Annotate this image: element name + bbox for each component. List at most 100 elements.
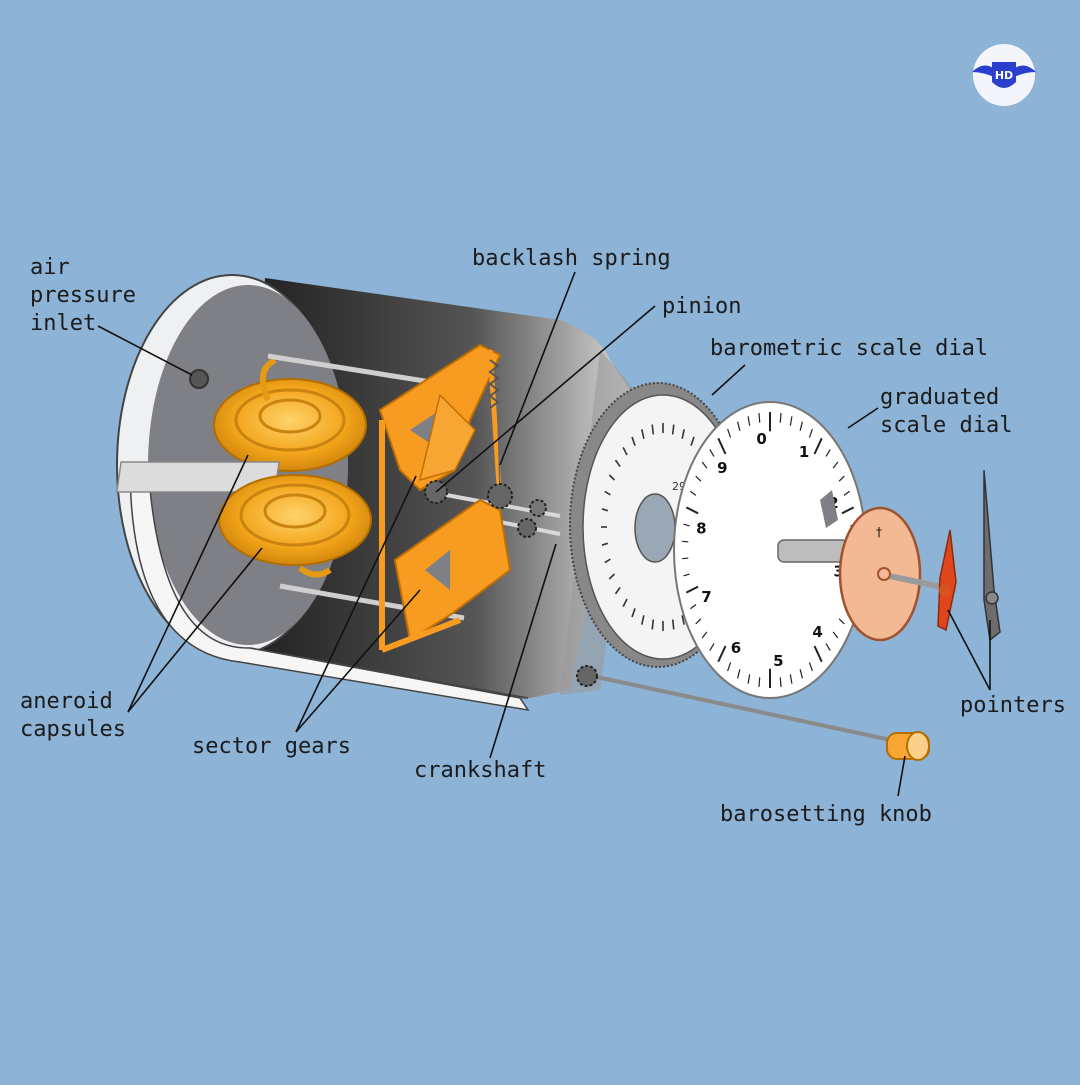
grad-tick: [789, 674, 793, 684]
pointers: [937, 469, 1001, 642]
baro-tick: [604, 490, 611, 496]
label-graduated-scale-dial-2: scale dial: [880, 413, 1012, 438]
backlash-spring: [488, 359, 501, 491]
grad-tick: [813, 437, 823, 455]
baro-tick: [601, 542, 609, 546]
grad-tick: [747, 674, 751, 684]
sector-gears: [378, 343, 512, 653]
barosetting-knob: [886, 731, 930, 761]
grad-tick: [737, 421, 741, 431]
grad-tick: [799, 669, 803, 679]
label-aneroid-capsules-2: capsules: [20, 717, 126, 742]
label-graduated-scale-dial-1: graduated: [880, 385, 999, 410]
grad-tick: [727, 428, 732, 438]
grad-tick: [808, 662, 813, 672]
grad-tick: [779, 677, 782, 687]
grad-tick: [758, 677, 761, 687]
label-air-pressure-inlet-2: pressure: [30, 283, 136, 308]
grad-tick: [683, 573, 690, 577]
baro-tick: [622, 598, 628, 608]
brand-logo: HD: [972, 44, 1036, 106]
labels: air pressure inlet backlash spring pinio…: [20, 246, 1066, 827]
grad-tick: [808, 428, 813, 438]
grad-tick: [682, 557, 689, 560]
baro-tick: [631, 608, 636, 618]
grad-tick: [690, 490, 697, 496]
graduated-ticks: [682, 412, 858, 688]
grad-tick: [789, 416, 793, 426]
dial-number: 8: [696, 519, 706, 537]
dial-number: 9: [717, 459, 727, 477]
left-wing-icon: [972, 65, 996, 78]
dial-number: 4: [812, 623, 822, 641]
dial-number: 5: [773, 652, 783, 670]
label-sector-gears: sector gears: [192, 734, 351, 759]
leader-lines: [97, 271, 991, 797]
baro-tick: [671, 424, 675, 435]
dial-number: 6: [731, 639, 741, 657]
grad-tick: [709, 643, 715, 651]
grad-tick: [683, 523, 690, 527]
baro-tick: [690, 436, 695, 446]
grad-tick: [799, 421, 803, 431]
grad-tick: [838, 475, 845, 482]
label-crankshaft: crankshaft: [414, 758, 546, 783]
grad-tick: [758, 413, 761, 423]
grad-tick: [717, 437, 727, 455]
baro-tick: [604, 558, 611, 564]
grad-tick: [825, 643, 831, 651]
cross-mark-icon: †: [876, 525, 882, 539]
grad-tick: [709, 449, 715, 457]
short-pointer: [937, 529, 957, 632]
grad-tick: [838, 618, 845, 625]
baro-tick: [614, 586, 621, 595]
label-air-pressure-inlet-1: air: [30, 255, 70, 280]
dial-window: [820, 490, 838, 528]
grad-tick: [695, 475, 702, 482]
grad-tick: [717, 645, 727, 663]
label-aneroid-capsules-1: aneroid: [20, 689, 113, 714]
baro-tick: [681, 429, 685, 439]
spindle: [777, 539, 849, 563]
grad-tick: [779, 413, 782, 423]
graduated-numbers: 0123456789: [696, 430, 844, 670]
grad-tick: [825, 449, 831, 457]
label-backlash-spring: backlash spring: [472, 246, 671, 271]
grad-tick: [685, 585, 699, 594]
baro-tick: [641, 615, 645, 625]
baro-tick: [608, 573, 616, 580]
baro-tick: [641, 429, 645, 439]
label-barometric-scale-dial: barometric scale dial: [710, 336, 988, 361]
baro-tick: [651, 619, 655, 630]
grad-tick: [843, 490, 850, 496]
baro-tick: [608, 474, 616, 481]
grad-tick: [747, 416, 751, 426]
grad-tick: [701, 631, 708, 639]
grad-tick: [832, 631, 839, 639]
grad-tick: [690, 604, 697, 610]
air-inlet-port: [189, 369, 209, 389]
grad-tick: [737, 669, 741, 679]
grad-tick: [685, 506, 699, 515]
dial-number: 1: [799, 443, 809, 461]
baro-tick: [651, 424, 655, 435]
grad-tick: [841, 506, 855, 515]
grad-tick: [701, 461, 708, 469]
label-pinion: pinion: [662, 294, 741, 319]
shield-icon: [992, 62, 1016, 88]
baro-tick: [671, 619, 675, 630]
long-pointer: [983, 469, 1001, 642]
grad-tick: [727, 662, 732, 672]
logo-text: HD: [995, 69, 1013, 82]
label-air-pressure-inlet-3: inlet: [30, 311, 96, 336]
grad-tick: [832, 461, 839, 469]
baro-tick: [622, 446, 628, 456]
aneroid-capsules: [115, 357, 372, 578]
graduated-scale-dial: 0123456789: [673, 401, 867, 699]
dial-number: 3: [833, 563, 843, 581]
dial-number: 0: [756, 430, 766, 448]
dial-number: 7: [701, 588, 711, 606]
baro-tick: [601, 508, 609, 512]
